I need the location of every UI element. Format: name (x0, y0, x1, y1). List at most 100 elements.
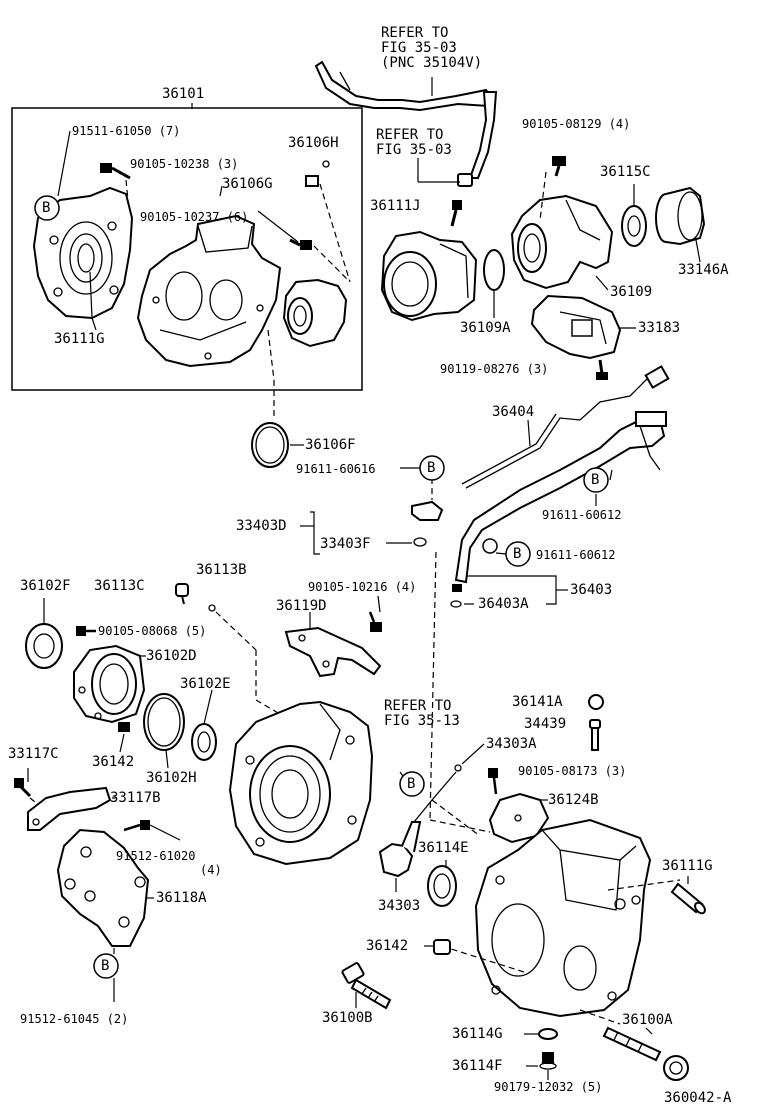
label-36106F: 36106F (305, 437, 356, 453)
label-91511-61050: 91511-61050 (7) (72, 124, 181, 138)
label-33403D: 33403D (236, 518, 287, 534)
part-36124B-cover (488, 792, 550, 844)
part-flange-housing (380, 230, 478, 322)
part-36106F-oring (251, 422, 289, 468)
b-marker-label: B (427, 460, 436, 476)
refer-low-line1: REFER TO (384, 698, 452, 714)
part-36403-tube (454, 411, 667, 584)
label-90105-08068: 90105-08068 (5) (98, 624, 207, 638)
label-36118A: 36118A (156, 890, 207, 906)
bolt-90119-08276 (596, 359, 608, 380)
label-36119D: 36119D (276, 598, 327, 614)
label-36111J: 36111J (370, 198, 421, 214)
part-36102H-oring (143, 693, 185, 751)
bolt-36100B (341, 962, 392, 1010)
b-marker-label: B (42, 200, 51, 216)
nut-90179-12032 (663, 1055, 689, 1081)
part-33117B-plate (27, 786, 112, 831)
part-36111J-fitting (450, 200, 462, 227)
label-36113C: 36113C (94, 578, 145, 594)
part-33183-cover (530, 294, 622, 360)
label-90105-08129: 90105-08129 (4) (522, 117, 631, 131)
label-36109: 36109 (610, 284, 653, 300)
bolt-90105-10238 (100, 163, 131, 180)
b-marker-right (583, 467, 609, 493)
part-36114E-seal (427, 865, 457, 907)
label-91611-60612-b: 91611-60612 (536, 548, 616, 562)
label-36403A: 36403A (478, 596, 529, 612)
bolt-33117C (14, 778, 32, 798)
part-34303A-ring (454, 764, 462, 772)
label-36102H: 36102H (146, 770, 197, 786)
part-36404-cable (461, 365, 670, 489)
part-33146A-sleeve (655, 186, 706, 246)
refer-top-line2: FIG 35-03 (381, 40, 457, 56)
refer-top-line3: (PNC 35104V) (381, 55, 483, 71)
refer-mid-line2: FIG 35-03 (376, 142, 452, 158)
refer-mid-line1: REFER TO (376, 127, 444, 143)
part-36106H-ring (322, 160, 330, 168)
label-36100A: 36100A (622, 1012, 673, 1028)
label-33403F: 33403F (320, 536, 371, 552)
label-33117B: 33117B (110, 790, 161, 806)
bolt-90105-08068 (76, 626, 96, 636)
label-91611-60612-a: 91611-60612 (542, 508, 622, 522)
label-90105-08173: 90105-08173 (3) (518, 764, 627, 778)
part-36142-plug (118, 722, 130, 732)
label-360042-A: 360042-A (664, 1090, 732, 1106)
part-36114F-plug (539, 1052, 557, 1070)
label-36102D: 36102D (146, 648, 197, 664)
part-34439-pin (589, 719, 601, 751)
label-90119-08276: 90119-08276 (3) (440, 362, 549, 376)
label-36111G-top: 36111G (54, 331, 105, 347)
label-91512-61020-qty: (4) (200, 863, 222, 877)
part-36113C-sensor (175, 583, 189, 605)
label-36115C: 36115C (600, 164, 651, 180)
b-marker-label: B (513, 546, 522, 562)
b-marker-top-left (34, 195, 60, 221)
part-36142-plug-mid (433, 939, 451, 955)
label-36114F: 36114F (452, 1058, 503, 1074)
b-marker-label: B (407, 776, 416, 792)
bolt-90105-10237 (289, 238, 312, 250)
hose-assembly (314, 60, 498, 187)
part-bell-housing (228, 700, 374, 866)
label-36114E: 36114E (418, 840, 469, 856)
part-36118A-bracket (56, 828, 150, 947)
part-36114G-washer (538, 1028, 558, 1040)
label-36111G-bottom: 36111G (662, 858, 713, 874)
label-36101: 36101 (162, 86, 205, 102)
bolt-90105-10216 (368, 611, 382, 632)
label-91512-61020: 91512-61020 (116, 849, 196, 863)
part-36113B-ring (208, 604, 216, 612)
label-36102F: 36102F (20, 578, 71, 594)
part-36119D-bracket (284, 626, 382, 678)
label-36100B: 36100B (322, 1010, 373, 1026)
bolt-91512-61020 (123, 820, 150, 832)
label-33117C: 33117C (8, 746, 59, 762)
label-90105-10238: 90105-10238 (3) (130, 157, 239, 171)
part-36111G-pin (670, 882, 706, 915)
part-36106G-plug (305, 175, 319, 187)
group-box-36101 (11, 107, 363, 391)
label-33146A: 33146A (678, 262, 729, 278)
label-90105-10237: 90105-10237 (6) (140, 210, 249, 224)
label-36124B: 36124B (548, 792, 599, 808)
part-36141A-nut (588, 694, 604, 710)
bolt-90105-08129 (552, 156, 566, 177)
part-36109-housing (510, 194, 614, 290)
part-36102E-seal (191, 723, 217, 761)
refer-low-line2: FIG 35-13 (384, 713, 460, 729)
label-36141A: 36141A (512, 694, 563, 710)
b-marker-label: B (591, 472, 600, 488)
part-transaxle-case (474, 818, 652, 1018)
part-36102D-retainer (73, 644, 146, 724)
bolt-90105-08173 (488, 768, 498, 795)
label-91611-60616: 91611-60616 (296, 462, 376, 476)
label-36102E: 36102E (180, 676, 231, 692)
label-36106H: 36106H (288, 135, 339, 151)
part-36101-case (136, 214, 282, 368)
label-33183: 33183 (638, 320, 681, 336)
label-36403: 36403 (570, 582, 613, 598)
